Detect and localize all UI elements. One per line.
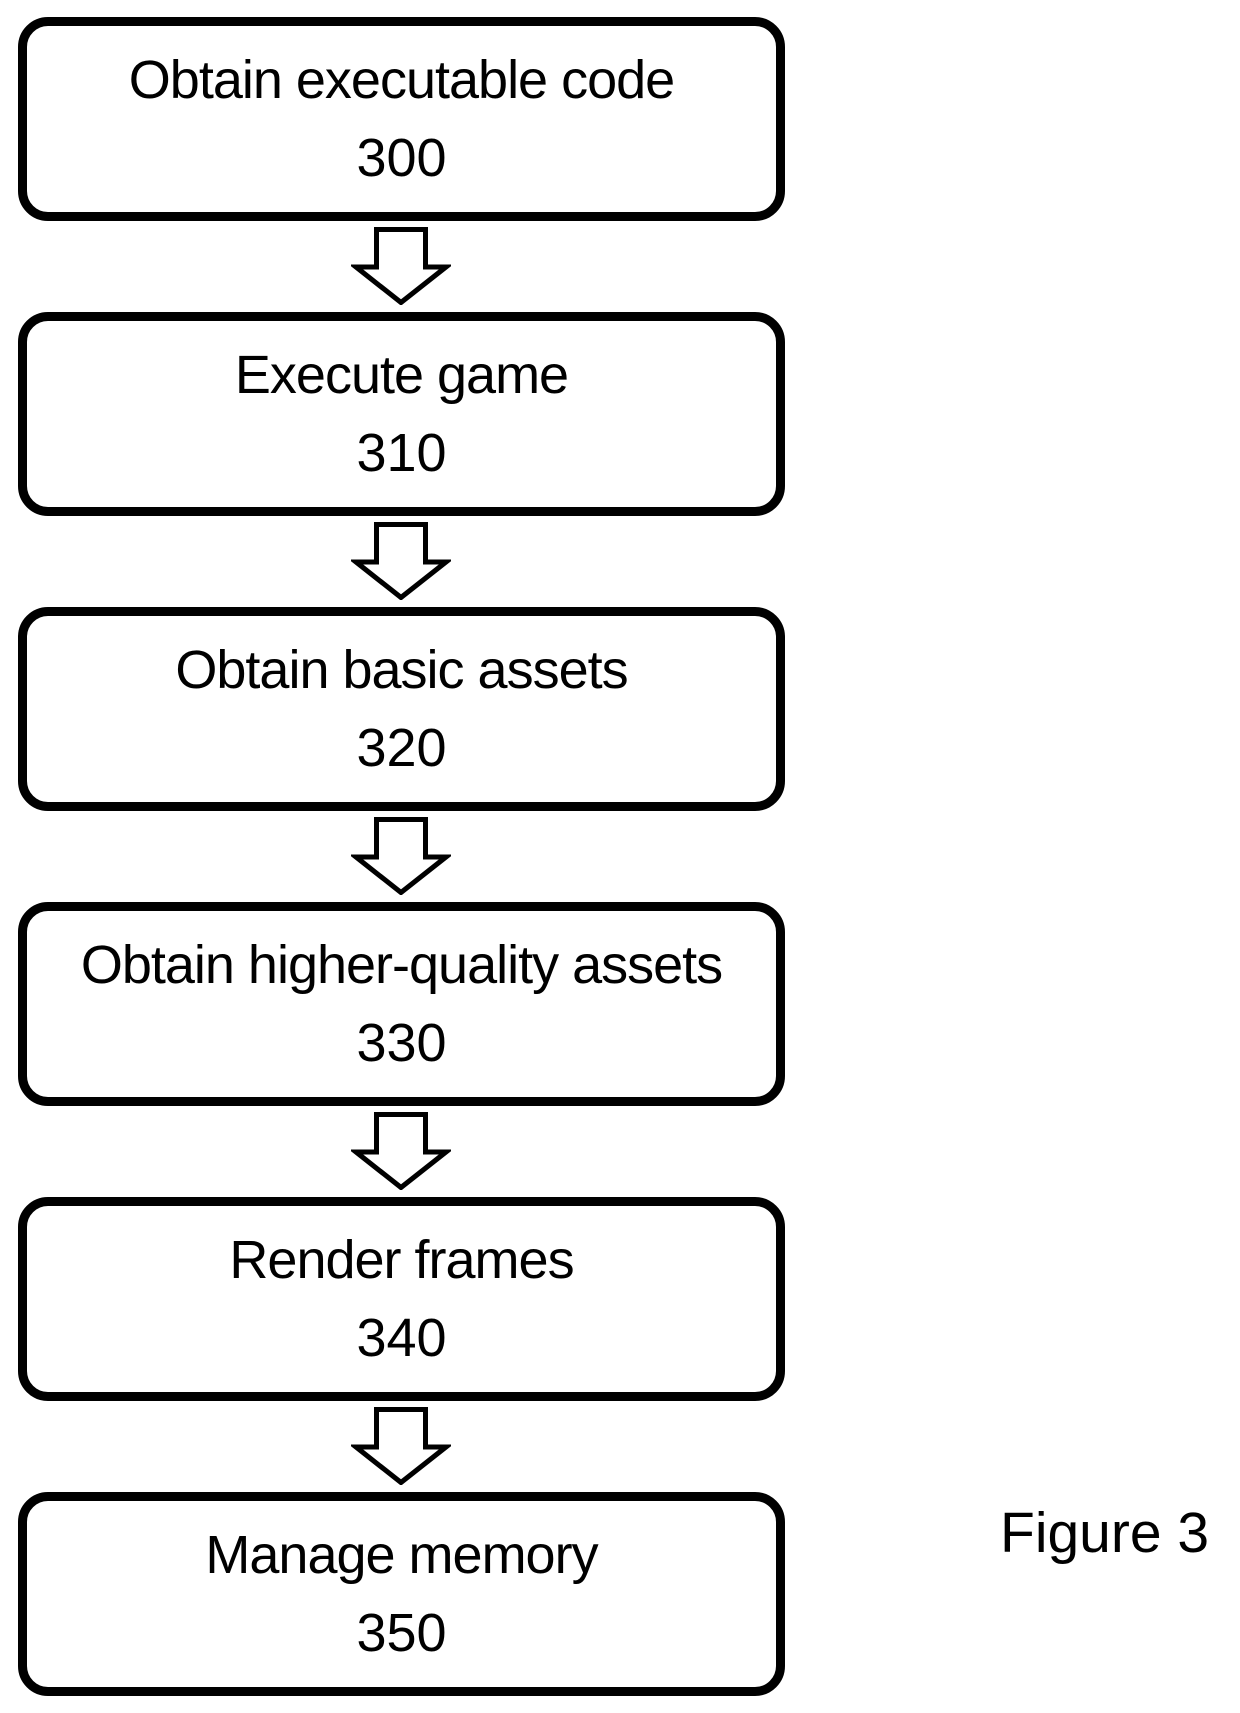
flow-step-obtain-basic-assets: Obtain basic assets 320 — [18, 607, 785, 811]
step-label: Manage memory — [205, 1525, 598, 1585]
flow-step-obtain-executable-code: Obtain executable code 300 — [18, 17, 785, 221]
flow-step-render-frames: Render frames 340 — [18, 1197, 785, 1401]
figure-caption: Figure 3 — [1000, 1501, 1210, 1565]
step-number: 300 — [356, 128, 447, 188]
flow-step-execute-game: Execute game 310 — [18, 312, 785, 516]
step-number: 350 — [356, 1603, 447, 1663]
step-label: Obtain basic assets — [175, 640, 628, 700]
down-arrow-icon — [351, 227, 451, 305]
step-number: 320 — [356, 718, 447, 778]
down-arrow-icon — [351, 522, 451, 600]
step-number: 330 — [356, 1013, 447, 1073]
step-label: Obtain higher-quality assets — [80, 935, 723, 995]
step-label: Obtain executable code — [128, 50, 675, 110]
down-arrow-icon — [351, 1407, 451, 1485]
step-number: 340 — [356, 1308, 447, 1368]
flow-step-obtain-higher-quality-assets: Obtain higher-quality assets 330 — [18, 902, 785, 1106]
step-number: 310 — [356, 423, 447, 483]
down-arrow-icon — [351, 1112, 451, 1190]
flow-step-manage-memory: Manage memory 350 — [18, 1492, 785, 1696]
step-label: Render frames — [229, 1230, 574, 1290]
down-arrow-icon — [351, 817, 451, 895]
step-label: Execute game — [234, 345, 569, 405]
